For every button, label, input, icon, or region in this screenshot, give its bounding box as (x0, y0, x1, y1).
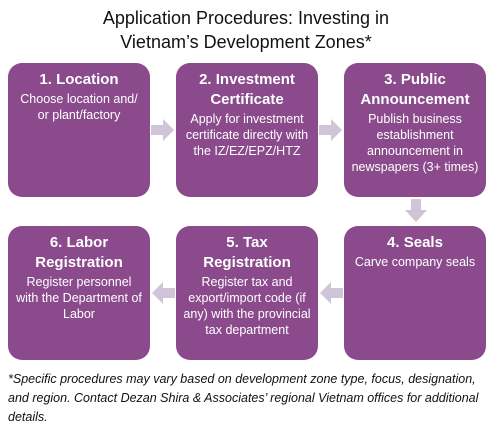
arrow-left-5-to-6 (151, 281, 175, 305)
step-2-title: 2. Investment Certificate (199, 71, 295, 108)
step-5-text: Register tax and export/import code (if … (183, 275, 311, 337)
step-6-title: 6. Labor Registration (35, 234, 123, 271)
step-5-title: 5. Tax Registration (203, 234, 291, 271)
step-2-investment-certificate: 2. Investment Certificate Apply for inve… (176, 63, 318, 197)
arrow-right-1-to-2 (151, 118, 175, 142)
arrow-down-3-to-4 (404, 199, 428, 223)
step-2-text: Apply for investment certificate directl… (185, 112, 309, 158)
step-3-public-announcement: 3. Public Announcement Publish business … (344, 63, 486, 197)
page-title: Application Procedures: Investing in Vie… (0, 6, 492, 54)
footnote: *Specific procedures may vary based on d… (8, 372, 479, 424)
step-1-title: 1. Location (39, 71, 119, 88)
step-4-seals: 4. Seals Carve company seals (344, 226, 486, 360)
step-1-location: 1. Location Choose location and/ or plan… (8, 63, 150, 197)
title-line-1: Application Procedures: Investing in (102, 8, 390, 28)
title-line-2: Vietnam’s Development Zones* (120, 32, 372, 52)
step-5-tax-registration: 5. Tax Registration Register tax and exp… (176, 226, 318, 360)
step-3-text: Publish business establishment announcem… (351, 112, 479, 174)
step-1-text: Choose location and/ or plant/factory (20, 92, 138, 122)
step-6-labor-registration: 6. Labor Registration Register personnel… (8, 226, 150, 360)
step-6-text: Register personnel with the Department o… (16, 275, 142, 321)
arrow-right-2-to-3 (319, 118, 343, 142)
arrow-left-4-to-5 (319, 281, 343, 305)
step-4-text: Carve company seals (354, 255, 476, 269)
step-3-title: 3. Public Announcement (360, 71, 470, 108)
step-4-title: 4. Seals (387, 234, 443, 251)
